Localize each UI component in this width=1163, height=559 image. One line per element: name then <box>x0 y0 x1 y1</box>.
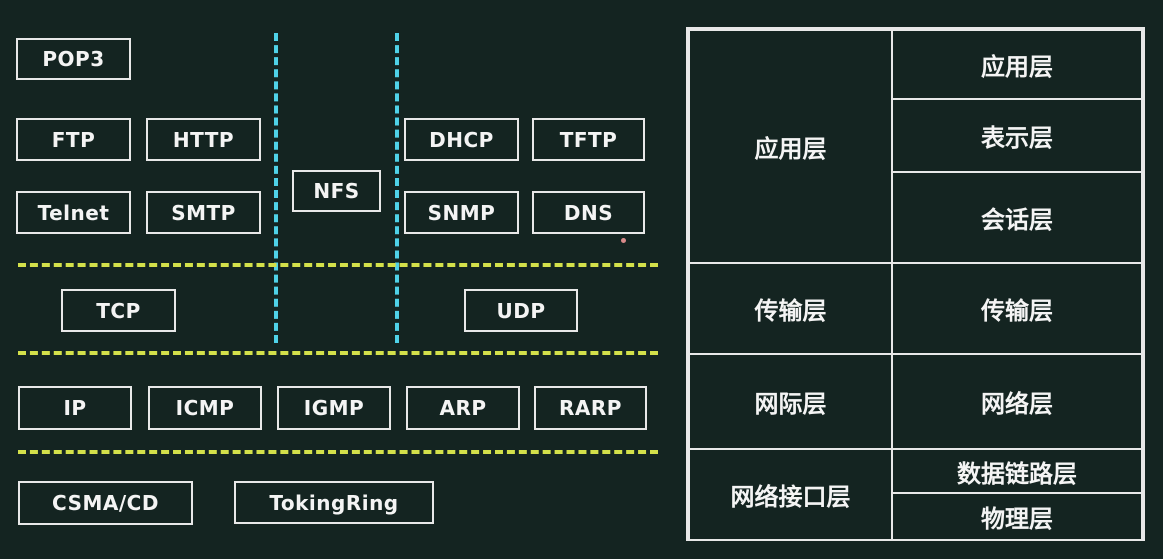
protocol-telnet: Telnet <box>16 191 131 234</box>
horizontal-divider-transport-internet <box>18 351 658 355</box>
protocol-pop3: POP3 <box>16 38 131 80</box>
horizontal-divider-internet-interface <box>18 450 658 454</box>
layer-comparison-table: 应用层 传输层 网际层 网络接口层 应用层 表示层 会话层 传输层 网络层 数据… <box>686 27 1145 541</box>
protocol-http: HTTP <box>146 118 261 161</box>
protocol-tokingring: TokingRing <box>234 481 434 524</box>
protocol-rarp: RARP <box>534 386 647 430</box>
osi-session-layer: 会话层 <box>891 171 1143 264</box>
protocol-tftp: TFTP <box>532 118 645 161</box>
horizontal-divider-application-transport <box>18 263 658 267</box>
osi-transport-layer: 传输层 <box>891 262 1143 355</box>
tcpip-transport-layer: 传输层 <box>688 262 893 355</box>
protocol-dhcp: DHCP <box>404 118 519 161</box>
osi-application-layer: 应用层 <box>891 29 1143 100</box>
protocol-arp: ARP <box>406 386 520 430</box>
protocol-udp: UDP <box>464 289 578 332</box>
protocol-smtp: SMTP <box>146 191 261 234</box>
tcpip-application-layer: 应用层 <box>688 29 893 264</box>
protocol-ftp: FTP <box>16 118 131 161</box>
osi-network-layer: 网络层 <box>891 353 1143 450</box>
protocol-nfs: NFS <box>292 170 381 212</box>
protocol-igmp: IGMP <box>277 386 391 430</box>
protocol-csma-cd: CSMA/CD <box>18 481 193 525</box>
tcpip-network-interface-layer: 网络接口层 <box>688 448 893 541</box>
osi-data-link-layer: 数据链路层 <box>891 448 1143 494</box>
protocol-tcp: TCP <box>61 289 176 332</box>
stray-dot <box>621 238 626 243</box>
protocol-icmp: ICMP <box>148 386 262 430</box>
tcpip-internet-layer: 网际层 <box>688 353 893 450</box>
osi-presentation-layer: 表示层 <box>891 98 1143 173</box>
vertical-divider-right <box>395 33 399 343</box>
vertical-divider-left <box>274 33 278 343</box>
protocol-snmp: SNMP <box>404 191 519 234</box>
osi-physical-layer: 物理层 <box>891 492 1143 541</box>
protocol-dns: DNS <box>532 191 645 234</box>
protocol-ip: IP <box>18 386 132 430</box>
